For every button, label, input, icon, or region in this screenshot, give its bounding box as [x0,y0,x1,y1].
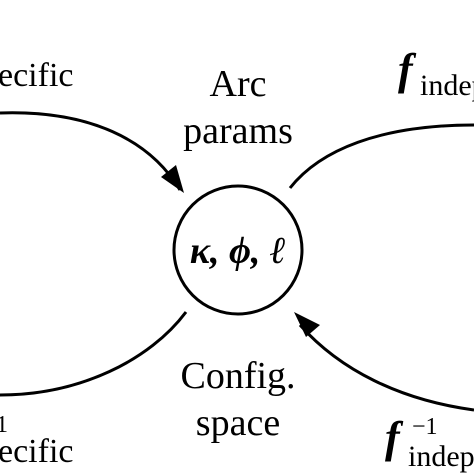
right-bottom-function-symbol: f [385,413,404,462]
left-bottom-curve [0,311,188,397]
left-bottom-superscript: 1 [0,412,8,438]
right-bottom-subscript: indep [408,440,474,473]
top-label-line2: params [183,110,293,152]
left-top-label: ecific [0,57,74,94]
right-top-function-symbol: f [398,45,417,94]
right-top-curve [288,123,474,189]
left-bottom-label: ecific [0,433,74,470]
center-node-symbols: κ, ϕ, ℓ [190,230,286,272]
left-top-arrowhead [161,165,184,193]
right-bottom-arrowhead [294,312,320,337]
right-top-subscript: indep [420,69,474,102]
bottom-label-line1: Config. [180,355,295,397]
bottom-label-line2: space [196,402,280,444]
top-label-line1: Arc [210,63,267,105]
left-top-arrow [0,111,182,191]
right-bottom-superscript: −1 [412,414,438,440]
center-node-circle [172,184,304,316]
right-bottom-arrow [298,324,474,412]
